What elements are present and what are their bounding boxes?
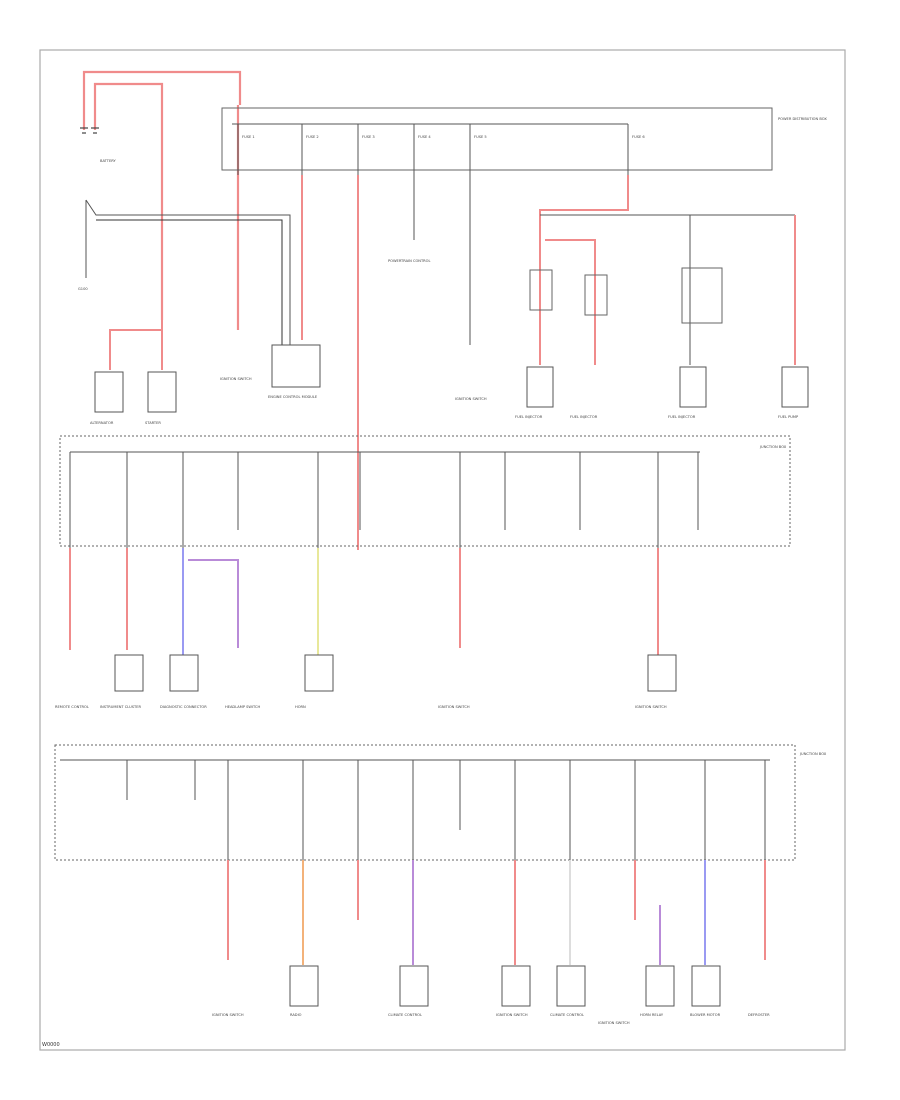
- component-climate-2: CLIMATE CONTROL: [550, 1013, 584, 1017]
- component-fuel-pump: FUEL PUMP: [778, 415, 799, 419]
- relay-box-2: [584, 274, 608, 316]
- ground-label: G100: [78, 287, 88, 291]
- bottom-wires: [227, 860, 766, 965]
- remote-control-box: [114, 654, 144, 692]
- component-horn-relay: HORN RELAY: [640, 1013, 664, 1017]
- diagram-frame: [39, 49, 846, 1051]
- climate-box-1: [399, 965, 429, 1007]
- ignition-box-b: [501, 965, 531, 1007]
- top-wires: [301, 175, 796, 550]
- horn-box: [304, 654, 334, 692]
- component-ignition-top-2: IGNITION SWITCH: [455, 397, 487, 401]
- ecm-box: [271, 344, 321, 388]
- horn-relay-box: [645, 965, 675, 1007]
- headlamp-box: [647, 654, 677, 692]
- fuse-label-6: FUSE 6: [632, 135, 645, 139]
- top-fuses: [237, 124, 629, 175]
- component-ecm: ENGINE CONTROL MODULE: [268, 395, 318, 399]
- instrument-cluster-box: [169, 654, 199, 692]
- blower-box: [691, 965, 721, 1007]
- battery-feed-wires: [82, 70, 242, 330]
- starter-box: [147, 371, 177, 413]
- bottom-box-title: JUNCTION BOX: [799, 752, 827, 756]
- relay-box-1: [529, 269, 553, 311]
- mid-junction-box: [59, 435, 791, 547]
- top-fuse-box: [221, 107, 773, 171]
- starter-label: STARTER: [145, 421, 161, 425]
- component-ignition-mid-2: IGNITION SWITCH: [635, 705, 667, 709]
- alternator-box: [94, 371, 124, 413]
- component-ignition-bottom-3: IGNITION SWITCH: [598, 1021, 630, 1025]
- component-climate-1: CLIMATE CONTROL: [388, 1013, 422, 1017]
- component-cluster: INSTRUMENT CLUSTER: [100, 705, 141, 709]
- fuse-label-5: FUSE 5: [474, 135, 487, 139]
- mid-fuses: [69, 452, 699, 548]
- climate-box-2: [556, 965, 586, 1007]
- component-ignition-bottom-2: IGNITION SWITCH: [496, 1013, 528, 1017]
- fuel-pump-box: [781, 366, 809, 408]
- charging-circuit: [109, 300, 163, 370]
- component-ignition-top: IGNITION SWITCH: [220, 377, 252, 381]
- component-injector-1: FUEL INJECTOR: [515, 415, 543, 419]
- fuse-label-4: FUSE 4: [418, 135, 431, 139]
- component-ignition-bottom: IGNITION SWITCH: [212, 1013, 244, 1017]
- fuse-label-3: FUSE 3: [362, 135, 375, 139]
- top-fuse-labels: FUSE 1 FUSE 2 FUSE 3 FUSE 4 FUSE 5 FUSE …: [242, 135, 645, 139]
- alternator-label: ALTERNATOR: [90, 421, 114, 425]
- mid-box-title: JUNCTION BOX: [759, 445, 787, 449]
- radio-box: [289, 965, 319, 1007]
- component-remote: REMOTE CONTROL: [55, 705, 89, 709]
- fuse-label-2: FUSE 2: [306, 135, 319, 139]
- mid-wires: [69, 548, 659, 655]
- component-pcm: POWERTRAIN CONTROL: [388, 259, 431, 263]
- battery-label: BATTERY: [100, 159, 117, 163]
- top-box-title: POWER DISTRIBUTION BOX: [778, 117, 827, 121]
- component-headlamp: HEADLAMP SWITCH: [225, 705, 261, 709]
- ground-circuit: [85, 199, 291, 345]
- component-injector-3: FUEL INJECTOR: [668, 415, 696, 419]
- component-ignition-mid: IGNITION SWITCH: [438, 705, 470, 709]
- fuse-label-1: FUSE 1: [242, 135, 255, 139]
- component-radio: RADIO: [290, 1013, 302, 1017]
- bottom-junction-box: [54, 744, 796, 861]
- figure-code: W0000: [42, 1042, 60, 1048]
- component-diag: DIAGNOSTIC CONNECTOR: [160, 705, 207, 709]
- component-horn: HORN: [295, 705, 306, 709]
- relay-box-3: [681, 267, 723, 324]
- battery-symbol: [80, 127, 99, 134]
- component-defroster: DEFROSTER: [748, 1013, 770, 1017]
- component-injector-2: FUEL INJECTOR: [570, 415, 598, 419]
- component-blower: BLOWER MOTOR: [690, 1013, 721, 1017]
- bottom-fuses: [126, 760, 766, 860]
- injector-box-3: [679, 366, 707, 408]
- injector-box-1: [526, 366, 554, 408]
